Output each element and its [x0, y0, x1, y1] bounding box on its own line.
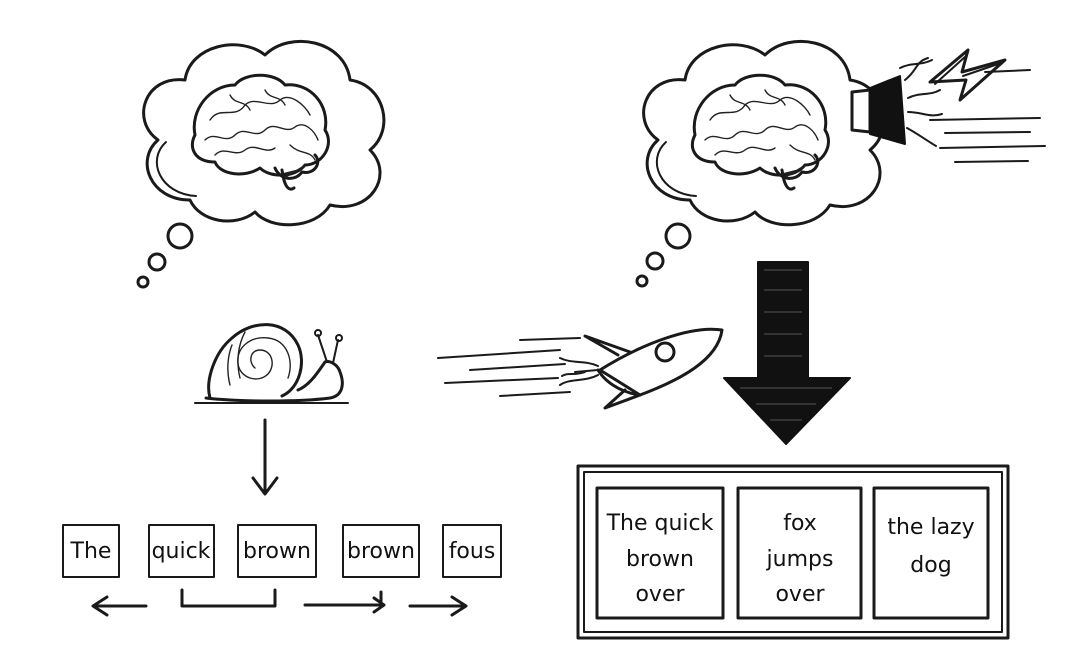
chunk-box: the lazy dog: [872, 486, 990, 620]
sequence-arrows: [91, 588, 468, 617]
speed-lines-top: [929, 69, 1046, 163]
rocket-icon: [559, 327, 724, 410]
chunk-container: [576, 464, 1010, 640]
brain-thought-icon: [190, 73, 330, 191]
lightning-icon: [928, 48, 1007, 102]
chunk-line: brown: [626, 547, 694, 572]
chunk-line: the lazy: [887, 515, 974, 540]
token-text: brown: [347, 539, 415, 564]
token-box: fous: [442, 524, 502, 578]
token-text: The: [70, 539, 112, 564]
token-box: The: [62, 524, 120, 578]
chunk-line: jumps: [766, 547, 834, 572]
token-text: brown: [243, 539, 311, 564]
chunk-line: over: [775, 582, 825, 607]
chunk-line: dog: [910, 553, 951, 578]
snail-icon: [194, 323, 349, 404]
big-down-arrow: [723, 261, 851, 445]
chunk-line: The quick: [606, 511, 714, 536]
chunk-line: over: [635, 582, 685, 607]
token-box: brown: [342, 524, 420, 578]
brain-thought-boosted-icon: [690, 73, 830, 191]
token-text: fous: [449, 539, 496, 564]
left-thought-cloud: [136, 39, 386, 289]
chunk-box: fox jumps over: [736, 486, 863, 620]
token-box: quick: [148, 524, 215, 578]
rocket-speed-lines: [437, 337, 581, 397]
token-box: brown: [237, 524, 317, 578]
snail-down-arrow: [251, 418, 279, 496]
chunk-line: fox: [783, 511, 817, 536]
token-row: The quick brown brown fous: [62, 524, 502, 578]
chunk-box: The quick brown over: [595, 486, 725, 620]
right-thought-cloud: [635, 39, 886, 288]
token-text: quick: [152, 539, 211, 564]
booster-nozzle-icon: [850, 57, 943, 147]
